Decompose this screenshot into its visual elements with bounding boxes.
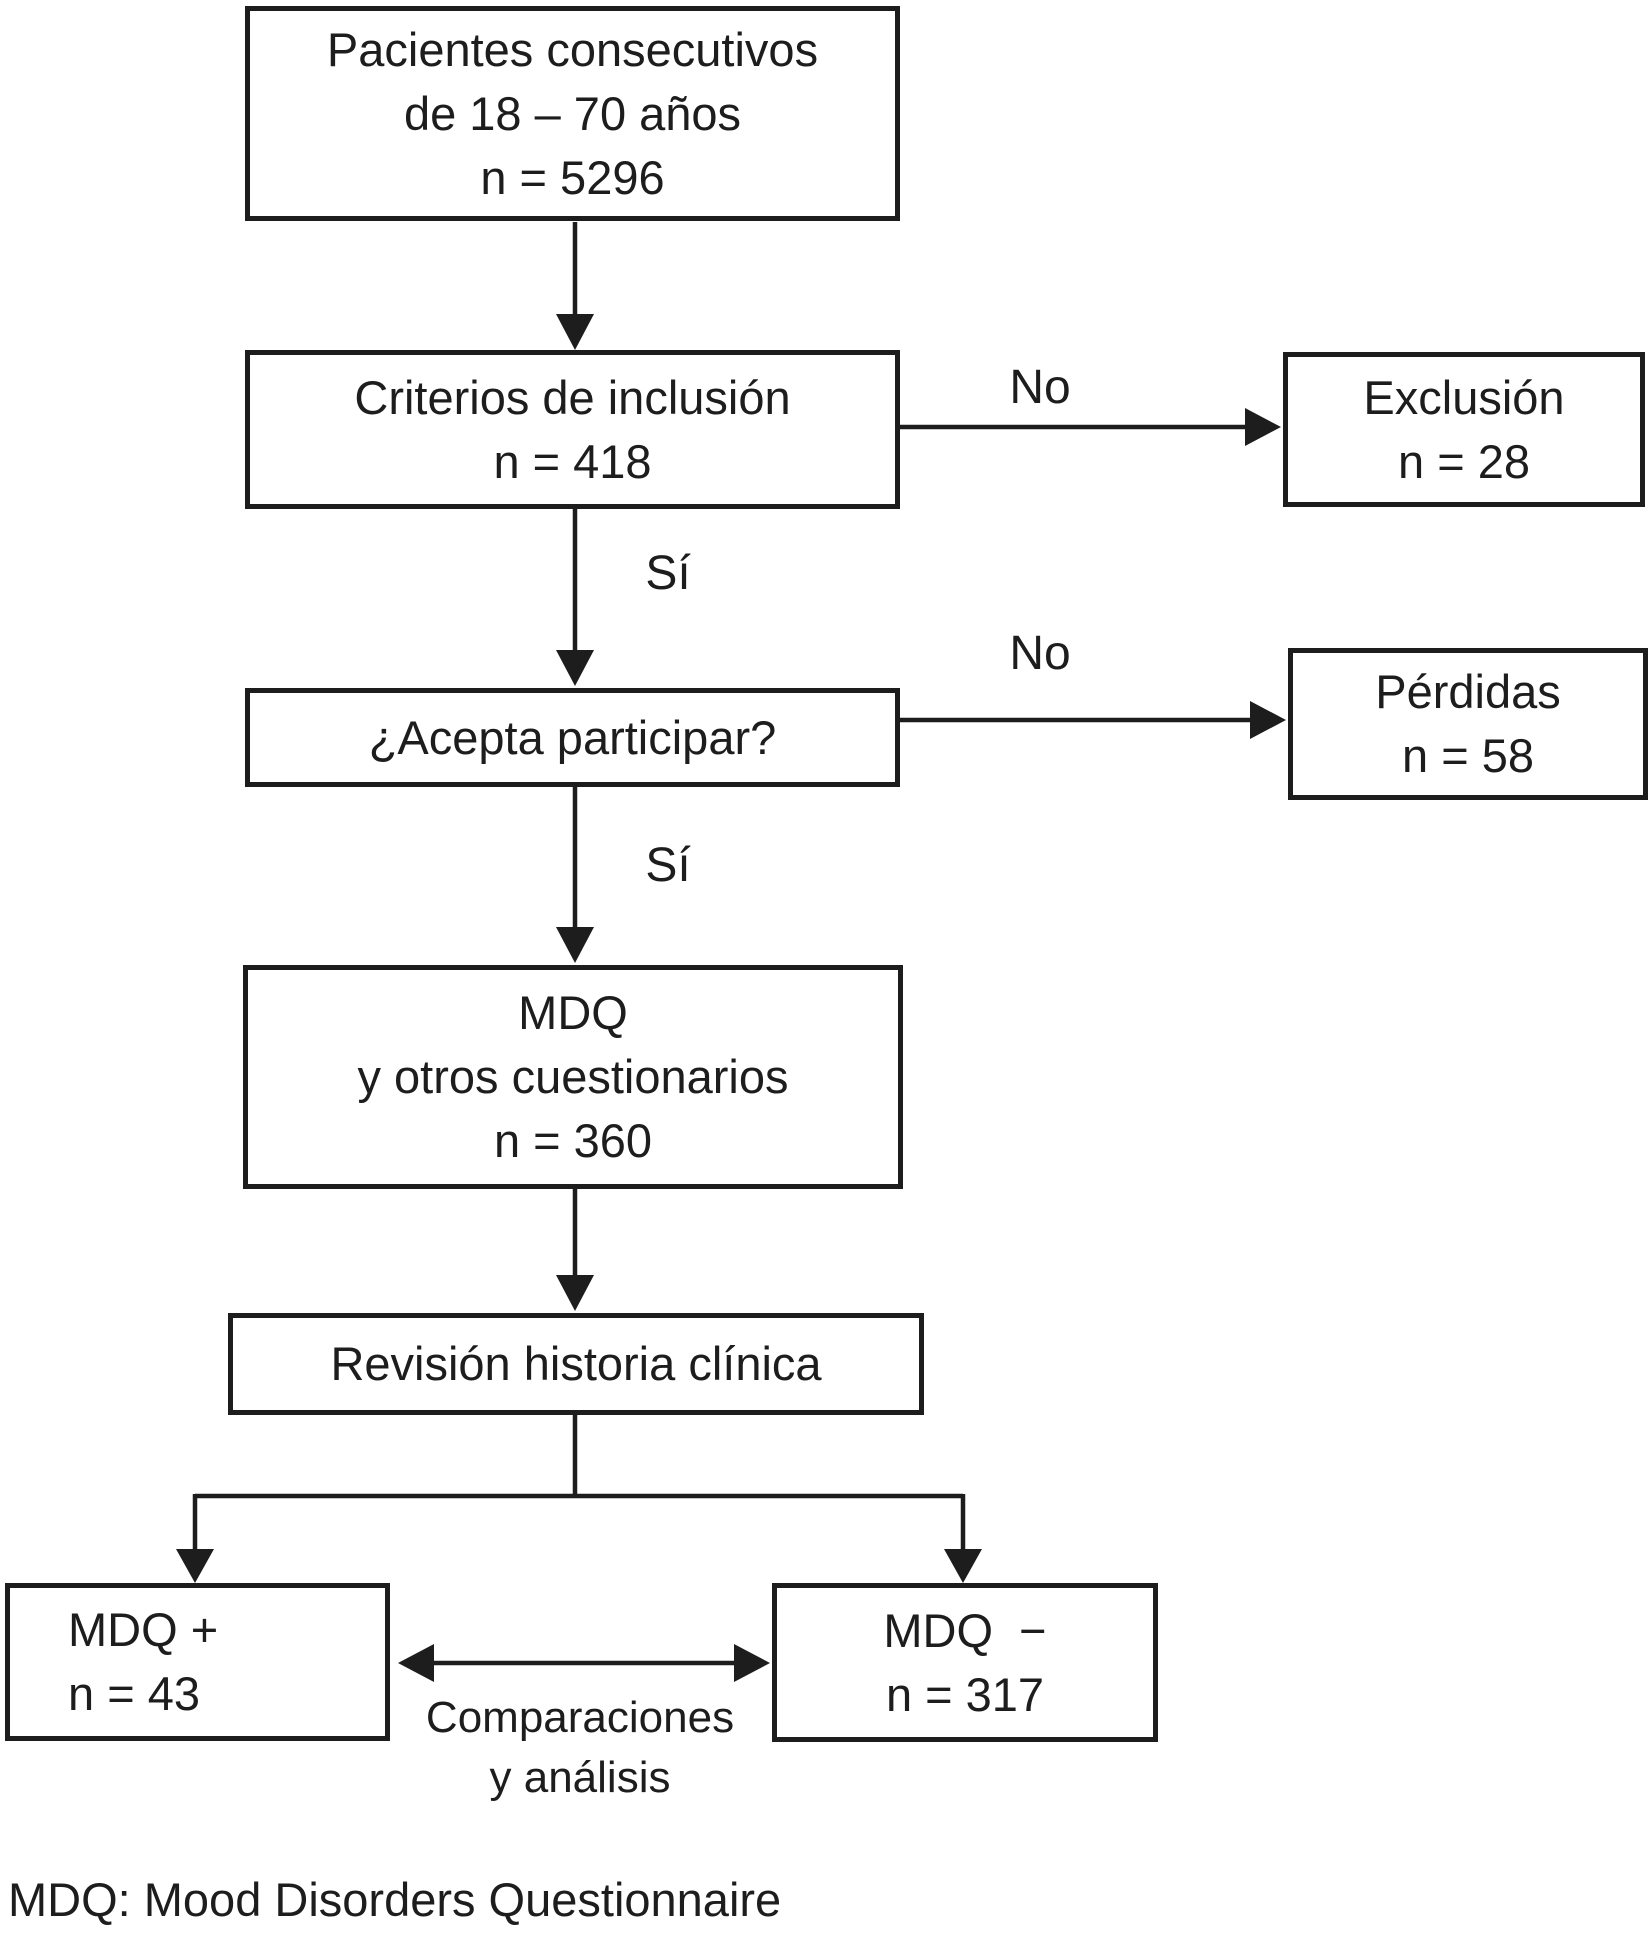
node-line: Criterios de inclusión	[354, 370, 791, 424]
edge-label-comparaciones-line2: y análisis	[489, 1753, 671, 1802]
node-criterios: Criterios de inclusión n = 418	[245, 350, 900, 509]
node-mdq-positivo: MDQ + n = 43	[5, 1583, 390, 1741]
edge-label-comparaciones: Comparaciones y análisis	[380, 1688, 780, 1808]
arrow-acepta-to-mdq	[556, 787, 594, 963]
node-line: MDQ	[518, 986, 628, 1039]
arrow-acepta-to-perdidas	[900, 701, 1286, 739]
node-line: Pérdidas	[1375, 665, 1561, 718]
node-line: n = 360	[493, 1114, 653, 1167]
node-exclusion: Exclusión n = 28	[1283, 352, 1645, 507]
arrow-criterios-to-exclusion	[900, 408, 1281, 446]
node-line: y otros cuestionarios	[357, 1050, 789, 1103]
edge-label-no-exclusion: No	[1009, 361, 1071, 414]
split-connector	[176, 1415, 982, 1583]
node-line: n = 418	[493, 434, 652, 488]
node-line: n = 317	[885, 1667, 1045, 1721]
node-line: n = 43	[68, 1667, 200, 1720]
node-line: de 18 – 70 años	[403, 86, 742, 140]
footnote-mdq-definition: MDQ: Mood Disorders Questionnaire	[8, 1873, 782, 1926]
arrow-comparaciones-double	[398, 1644, 770, 1682]
node-line: n = 58	[1402, 729, 1534, 782]
arrow-mdq-to-revision	[556, 1189, 594, 1311]
edge-label-no-perdidas: No	[1009, 627, 1071, 680]
node-acepta: ¿Acepta participar?	[245, 688, 900, 787]
node-pacientes: Pacientes consecutivos de 18 – 70 años n…	[245, 6, 900, 221]
node-line: n = 28	[1398, 434, 1530, 488]
node-line: MDQ −	[883, 1603, 1047, 1657]
node-line: Revisión historia clínica	[330, 1337, 822, 1390]
node-revision: Revisión historia clínica	[228, 1313, 924, 1415]
edge-label-comparaciones-line1: Comparaciones	[425, 1693, 735, 1742]
node-line: Exclusión	[1363, 370, 1565, 424]
edge-label-si-criterios: Sí	[645, 547, 691, 600]
node-perdidas: Pérdidas n = 58	[1288, 648, 1648, 800]
edge-label-si-acepta: Sí	[645, 839, 691, 892]
node-line: Pacientes consecutivos	[326, 22, 819, 76]
node-line: n = 5296	[480, 150, 665, 204]
node-mdq-negativo: MDQ − n = 317	[772, 1583, 1158, 1742]
node-mdq-cuestionarios: MDQ y otros cuestionarios n = 360	[243, 965, 903, 1189]
arrow-pacientes-to-criterios	[556, 222, 594, 350]
arrow-criterios-to-acepta	[556, 509, 594, 686]
node-line: MDQ +	[68, 1603, 219, 1656]
node-line: ¿Acepta participar?	[368, 710, 777, 764]
